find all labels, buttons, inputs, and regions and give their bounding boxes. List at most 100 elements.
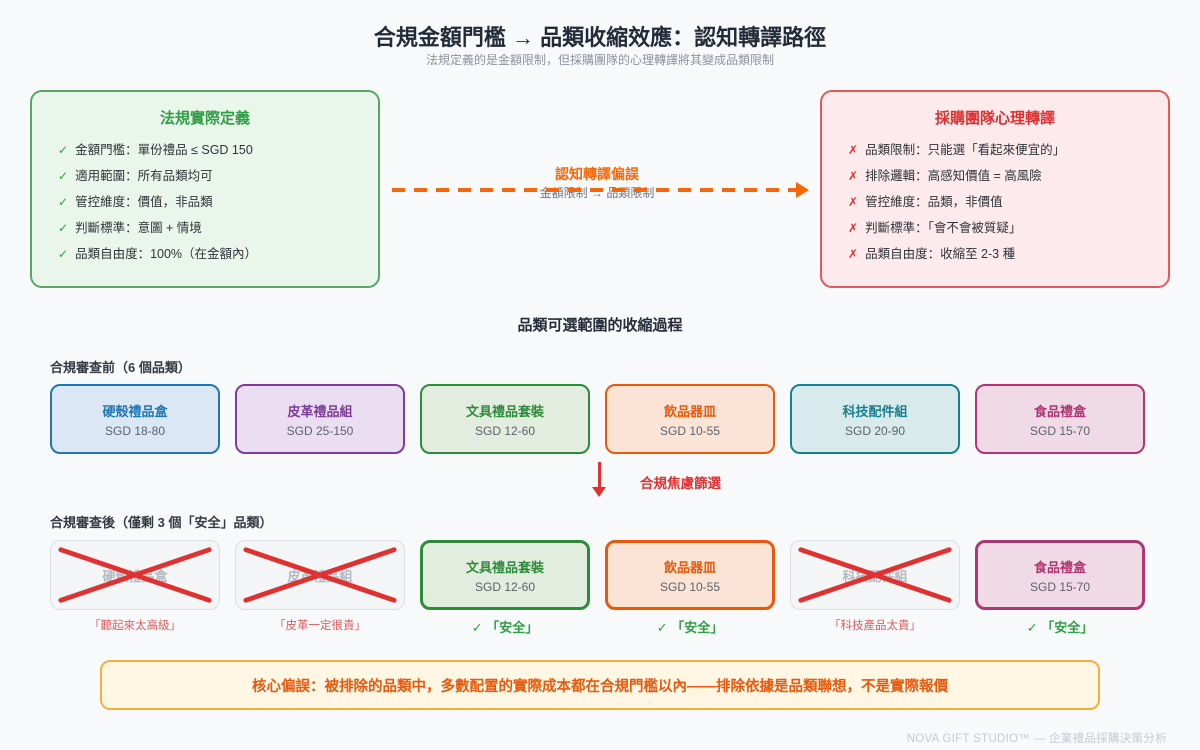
cross-icon: ✗ [848, 247, 859, 261]
regulation-panel-title: 法規實際定義 [159, 110, 250, 127]
category-price: SGD 25-150 [286, 423, 354, 438]
check-icon: ✓ [58, 195, 69, 209]
category-caption: ✓ 「安全」 [471, 620, 539, 635]
core-bias-warning-box: 核心偏誤：被排除的品類中，多數配置的實際成本都在合規門檻以內——排除依據是品類聯… [100, 660, 1100, 710]
cross-icon: ✗ [848, 221, 859, 235]
category-name: 文具禮品套裝 [465, 403, 544, 419]
translation-panel-items: ✗品類限制：只能選「看起來便宜的」✗排除邏輯：高感知價值 = 高風險✗管控維度：… [822, 137, 1168, 267]
category-card-excluded: 皮革禮品組 [235, 540, 405, 610]
panel-item: ✓ 管控維度：價值，非品類 [58, 189, 378, 215]
core-bias-warning-text: 核心偏誤：被排除的品類中，多數配置的實際成本都在合規門檻以內——排除依據是品類聯… [252, 678, 948, 695]
panel-item: ✗ 判斷標準：「會不會被質疑」 [848, 215, 1168, 241]
category-card: 硬殼禮品盒 SGD 18-80 [50, 384, 220, 454]
cross-icon: ✗ [848, 143, 859, 157]
category-caption: 「科技產品太貴」 [829, 620, 921, 632]
category-price: SGD 18-80 [104, 423, 166, 438]
category-card: 飲品器皿 SGD 10-55 [605, 540, 775, 610]
category-name: 科技配件組 [842, 403, 908, 419]
check-icon: ✓ [58, 247, 69, 261]
panel-item: ✗品類限制：只能選「看起來便宜的」 [848, 137, 1168, 163]
category-caption: ✓ 「安全」 [1026, 620, 1094, 635]
category-name: 文具禮品套裝 [465, 559, 544, 575]
bias-arrowhead-icon [796, 182, 809, 198]
category-name: 硬殼禮品盒 [102, 403, 168, 419]
category-name: 飲品器皿 [663, 403, 716, 419]
panel-item: ✗ 品類自由度：收縮至 2-3 種 [848, 241, 1168, 267]
category-card-excluded: 硬殼禮品盒 [50, 540, 220, 610]
category-card: 文具禮品套裝 SGD 12-60 [420, 384, 590, 454]
page-title: 合規金額門檻 → 品類收縮效應：認知轉譯路徑 [373, 25, 827, 50]
category-slot: 食品禮盒 SGD 15-70 ✓ 「安全」 [975, 540, 1145, 636]
bias-arrow-sublabel: 金額限制 → 品類限制 [539, 186, 655, 200]
excluded-cross-icon [58, 547, 212, 603]
brand-footer: NOVA GIFT STUDIO™ — 企業禮品採購決策分析 [906, 733, 1167, 745]
category-price: SGD 12-60 [474, 423, 536, 438]
panel-item-text: 管控維度：價值，非品類 [75, 195, 213, 209]
panel-item-text: 適用範圍：所有品類均可 [75, 169, 213, 183]
filter-label: 合規焦慮篩選 [640, 476, 721, 491]
panel-item-text: 金額門檻：單份禮品 ≤ SGD 150 [75, 143, 253, 157]
panel-item-text: 排除邏輯：高感知價值 = 高風險 [865, 169, 1042, 183]
category-card-excluded: 科技配件組 [790, 540, 960, 610]
filter-down-arrowhead-icon [592, 487, 606, 497]
bias-arrow-label: 認知轉譯偏誤 [555, 166, 639, 182]
category-price: SGD 10-55 [659, 579, 721, 594]
cross-icon: ✗ [848, 195, 859, 209]
category-name: 食品禮盒 [1033, 403, 1086, 419]
category-slot: 飲品器皿 SGD 10-55 [605, 384, 775, 454]
panel-item: ✗ 排除邏輯：高感知價值 = 高風險 [848, 163, 1168, 189]
category-name: 食品禮盒 [1033, 559, 1086, 575]
category-card: 食品禮盒 SGD 15-70 [975, 384, 1145, 454]
excluded-cross-icon [243, 547, 397, 603]
bias-dashed-arrow [392, 188, 796, 192]
check-icon: ✓ [58, 221, 69, 235]
category-price: SGD 15-70 [1029, 423, 1091, 438]
panel-item: ✓ 適用範圍：所有品類均可 [58, 163, 378, 189]
category-slot: 飲品器皿 SGD 10-55 ✓ 「安全」 [605, 540, 775, 636]
category-card: 食品禮盒 SGD 15-70 [975, 540, 1145, 610]
category-caption: 「皮革一定很貴」 [274, 620, 366, 632]
regulation-definition-panel: 法規實際定義 ✓金額門檻：單份禮品 ≤ SGD 150✓適用範圍：所有品類均可✓… [30, 90, 380, 288]
panel-item-text: 品類自由度：收縮至 2-3 種 [865, 247, 1016, 261]
category-card: 科技配件組 SGD 20-90 [790, 384, 960, 454]
cross-icon: ✗ [848, 169, 859, 183]
category-name: 飲品器皿 [663, 559, 716, 575]
panel-item: ✓ 判斷標準：意圖 + 情境 [58, 215, 378, 241]
regulation-panel-items: ✓金額門檻：單份禮品 ≤ SGD 150✓適用範圍：所有品類均可✓管控維度：價值… [32, 137, 378, 267]
excluded-cross-icon [798, 547, 952, 603]
panel-item-text: 判斷標準：意圖 + 情境 [75, 221, 202, 235]
panel-item: ✓ 品類自由度：100%（在金額內） [58, 241, 378, 267]
after-row-label: 合規審查後（僅剩 3 個「安全」品類） [50, 515, 273, 530]
category-slot: 文具禮品套裝 SGD 12-60 [420, 384, 590, 454]
before-row-label: 合規審查前（6 個品類） [50, 360, 191, 375]
category-slot: 硬殼禮品盒 SGD 18-80 [50, 384, 220, 454]
mental-translation-panel: 採購團隊心理轉譯 ✗品類限制：只能選「看起來便宜的」✗排除邏輯：高感知價值 = … [820, 90, 1170, 288]
filter-down-arrow [598, 462, 601, 488]
panel-item-text: 品類自由度：100%（在金額內） [75, 247, 258, 261]
category-price: SGD 20-90 [844, 423, 906, 438]
panel-item: ✓金額門檻：單份禮品 ≤ SGD 150 [58, 137, 378, 163]
category-price: SGD 15-70 [1029, 579, 1091, 594]
category-slot: 食品禮盒 SGD 15-70 [975, 384, 1145, 454]
panel-item: ✗ 管控維度：品類，非價值 [848, 189, 1168, 215]
check-icon: ✓ [58, 169, 69, 183]
category-slot: 硬殼禮品盒「聽起來太高級」 [50, 540, 220, 636]
category-caption: ✓ 「安全」 [656, 620, 724, 635]
panel-item-text: 判斷標準：「會不會被質疑」 [865, 221, 1022, 235]
category-slot: 皮革禮品組「皮革一定很貴」 [235, 540, 405, 636]
category-card: 飲品器皿 SGD 10-55 [605, 384, 775, 454]
category-price: SGD 10-55 [659, 423, 721, 438]
category-slot: 科技配件組「科技產品太貴」 [790, 540, 960, 636]
translation-panel-title: 採購團隊心理轉譯 [934, 110, 1055, 127]
panel-item-text: 管控維度：品類，非價值 [865, 195, 1003, 209]
page-subtitle: 法規定義的是金額限制，但採購團隊的心理轉譯將其變成品類限制 [425, 53, 774, 67]
category-caption: 「聽起來太高級」 [89, 620, 181, 632]
category-slot: 科技配件組 SGD 20-90 [790, 384, 960, 454]
funnel-section-title: 品類可選範圍的收縮過程 [517, 317, 683, 334]
